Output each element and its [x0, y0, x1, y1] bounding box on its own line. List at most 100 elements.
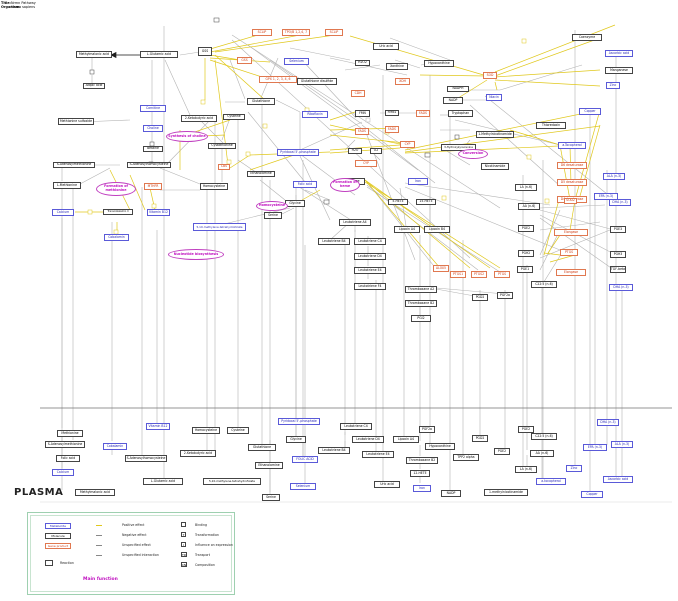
- node-scp[interactable]: SCLIP: [325, 29, 343, 36]
- node-leukotriene-a4[interactable]: Leukotriene A4: [339, 219, 371, 226]
- plasma-selenium[interactable]: Selenium: [290, 483, 316, 490]
- plasma-aa[interactable]: AA (n-6): [530, 450, 554, 457]
- plasma-pgf2a[interactable]: PGF2a: [419, 426, 435, 433]
- node-lipoxin-a4[interactable]: Lipoxin A4: [394, 226, 420, 233]
- plasma-thromboxane-b2[interactable]: Thromboxane B2: [406, 457, 438, 464]
- node-methylnicotinamide[interactable]: 1-Methylnicotinamide: [476, 131, 514, 138]
- node-s-adenosylmethionine[interactable]: S-Adenosylmethionine: [53, 162, 95, 168]
- node-pyridoxal[interactable]: Pyridoxal 5'-phosphate: [277, 149, 319, 156]
- node-desaturase1[interactable]: D6 desaturase: [557, 162, 587, 169]
- node-desaturase2[interactable]: D5 desaturase: [557, 179, 587, 186]
- plasma-epa[interactable]: EPA (n-3): [583, 444, 607, 451]
- plasma-dha[interactable]: DHA (n-3): [597, 419, 619, 426]
- plasma-zinc[interactable]: Zinc: [566, 465, 582, 472]
- node-dha[interactable]: DHA (n-3): [609, 199, 631, 206]
- node-homocysteine[interactable]: Homocysteine: [200, 183, 228, 190]
- plasma-ascorbic-acid[interactable]: Ascorbic acid: [603, 476, 633, 483]
- plasma-lipoxin-a4[interactable]: Lipoxin A4: [393, 436, 419, 443]
- plasma-hypoxanthine[interactable]: Hypoxanthine: [425, 443, 455, 450]
- node-tocopherol[interactable]: a-Tocopherol: [558, 142, 586, 149]
- node-h2o[interactable]: H2O: [348, 148, 362, 154]
- node-riboflavin[interactable]: Riboflavin: [302, 111, 328, 118]
- node-o2[interactable]: O2: [370, 148, 382, 154]
- plasma-glycine[interactable]: Glycine: [286, 436, 306, 443]
- node-methylmalonic-acid[interactable]: Methylmalonic acid: [76, 51, 112, 58]
- node-zinc[interactable]: Zinc: [606, 82, 620, 89]
- node-selenium[interactable]: Selenium: [284, 58, 309, 65]
- plasma-ethanolamine[interactable]: Ethanolamine: [255, 462, 283, 469]
- node-iron[interactable]: Iron: [408, 178, 428, 185]
- node-dha2[interactable]: DHA (n-3): [609, 284, 633, 291]
- node-aa[interactable]: AA (n-6): [518, 203, 540, 210]
- node-carnitine[interactable]: Carnitine: [140, 105, 166, 112]
- node-cox[interactable]: CYP: [400, 141, 415, 148]
- node-uric-acid[interactable]: Uric acid: [373, 43, 399, 50]
- node-pgd2[interactable]: PGD2: [472, 294, 488, 301]
- plasma-cobalamin[interactable]: Cobalamin: [103, 443, 127, 450]
- node-sclip[interactable]: SCLIP: [252, 29, 272, 36]
- node-folic-acid[interactable]: Folic acid: [293, 181, 317, 188]
- node-thioredoxin[interactable]: Thioredoxin: [536, 122, 566, 129]
- plasma-homocysteine[interactable]: Homocysteine: [192, 427, 220, 434]
- plasma-pgd2[interactable]: PGD2: [472, 435, 488, 442]
- node-tgf[interactable]: TGF-beta: [610, 266, 626, 273]
- plasma-nadp[interactable]: NADP: [441, 490, 461, 497]
- plasma-leukotriene-e4[interactable]: Leukotriene E4: [362, 451, 394, 458]
- node-glycine[interactable]: Glycine: [285, 200, 305, 207]
- node-copper[interactable]: Copper: [579, 108, 601, 115]
- node-sod2[interactable]: SOD2: [564, 198, 577, 204]
- node-cyp[interactable]: CYP: [355, 160, 377, 167]
- plasma-uric-acid[interactable]: Uric acid: [374, 481, 400, 488]
- node-ptgs1[interactable]: PTGS1: [450, 271, 466, 278]
- node-h2o2[interactable]: H2O2: [355, 60, 370, 66]
- node-thromboxane-a2[interactable]: Thromboxane A2: [405, 286, 437, 293]
- plasma-pyridoxal[interactable]: Pyridoxal 5'-phosphate: [278, 418, 320, 425]
- node-fmn1[interactable]: FMN1: [385, 110, 399, 116]
- node-lipoxin-b4[interactable]: Lipoxin B4: [424, 226, 450, 233]
- node-fads-2[interactable]: FADS: [355, 128, 369, 135]
- plasma-methylene-thf[interactable]: 5,10-methylene-tetrahydrofolate: [203, 478, 261, 485]
- node-tpn[interactable]: TPO/B 1,2,4, 7: [282, 29, 310, 36]
- node-thromboxane-b2[interactable]: Thromboxane B2: [405, 300, 437, 307]
- node-pge3[interactable]: PGE3: [610, 226, 626, 233]
- node-tryptophan[interactable]: Tryptophan: [448, 110, 473, 117]
- node-gpx[interactable]: GPX 1, 2, 3, 4, 6: [259, 76, 297, 83]
- function-homocysteine[interactable]: Homocysteine: [256, 201, 288, 211]
- node-coenzyme[interactable]: Coenzyme: [572, 34, 602, 41]
- plasma-leukotriene-c4[interactable]: Leukotriene C4: [340, 423, 372, 430]
- node-ptgs2[interactable]: PTGS2: [471, 271, 487, 278]
- node-pgf2a[interactable]: PGF2a: [497, 292, 513, 299]
- plasma-copper[interactable]: Copper: [581, 491, 603, 498]
- plasma-folic-acid[interactable]: Folic acid: [56, 455, 80, 462]
- node-fmn[interactable]: FMN: [355, 110, 370, 117]
- node-elongase2[interactable]: Elongase: [556, 269, 586, 276]
- node-leukotriene-b4[interactable]: Leukotriene B4: [318, 238, 350, 245]
- plasma-2-ketobutyric-acid[interactable]: 2-Ketobutyric acid: [180, 450, 216, 457]
- node-c225[interactable]: C22:5 (n-6): [531, 281, 557, 288]
- plasma-tpp2-alpha[interactable]: TPP2 alpha: [453, 454, 479, 461]
- plasma-pge2[interactable]: PGE2: [518, 426, 534, 433]
- plasma-s-adenosylmethionine[interactable]: S-Adenosylmethionine: [45, 441, 85, 448]
- node-xanthine[interactable]: Xanthine: [386, 63, 408, 70]
- node-la[interactable]: LA (n-6): [515, 184, 537, 191]
- node-elongase1[interactable]: Elongase: [554, 229, 588, 236]
- node-sod[interactable]: SOD: [483, 72, 497, 79]
- plasma-c225[interactable]: C22:5 (n-6): [531, 433, 557, 440]
- node-ketobutyric[interactable]: 2-Ketobutyric acid: [181, 115, 217, 122]
- node-ethanolamine[interactable]: Ethanolamine: [247, 171, 275, 177]
- plasma-ala[interactable]: ALA (n-3): [611, 441, 633, 448]
- node-leukotriene-f4[interactable]: Leukotriene F4: [354, 283, 386, 290]
- node-niacin[interactable]: Niacin: [486, 94, 502, 101]
- node-leukotriene-d4[interactable]: Leukotriene D4: [354, 253, 386, 260]
- plasma-folic-acid-2[interactable]: FOLIC ACID: [292, 456, 318, 463]
- node-adipic-acid[interactable]: Adipic acid: [83, 83, 105, 89]
- node-transcobalamin[interactable]: Transcobalamin II: [103, 209, 133, 215]
- function-conversion[interactable]: Conversion: [458, 149, 488, 159]
- node-ascorbic-acid[interactable]: Ascorbic acid: [605, 50, 633, 57]
- node-serine[interactable]: Serine: [264, 212, 282, 219]
- node-cystathionine[interactable]: Cystathionine: [208, 143, 236, 149]
- node-l-glutamic-acid[interactable]: L-Glutamic acid: [140, 51, 178, 58]
- node-cysteine[interactable]: Cysteine: [223, 114, 245, 120]
- plasma-a-tocopherol[interactable]: a-tocopherol: [536, 478, 566, 485]
- function-synthesis-of-choline[interactable]: Synthesis of choline: [166, 131, 208, 142]
